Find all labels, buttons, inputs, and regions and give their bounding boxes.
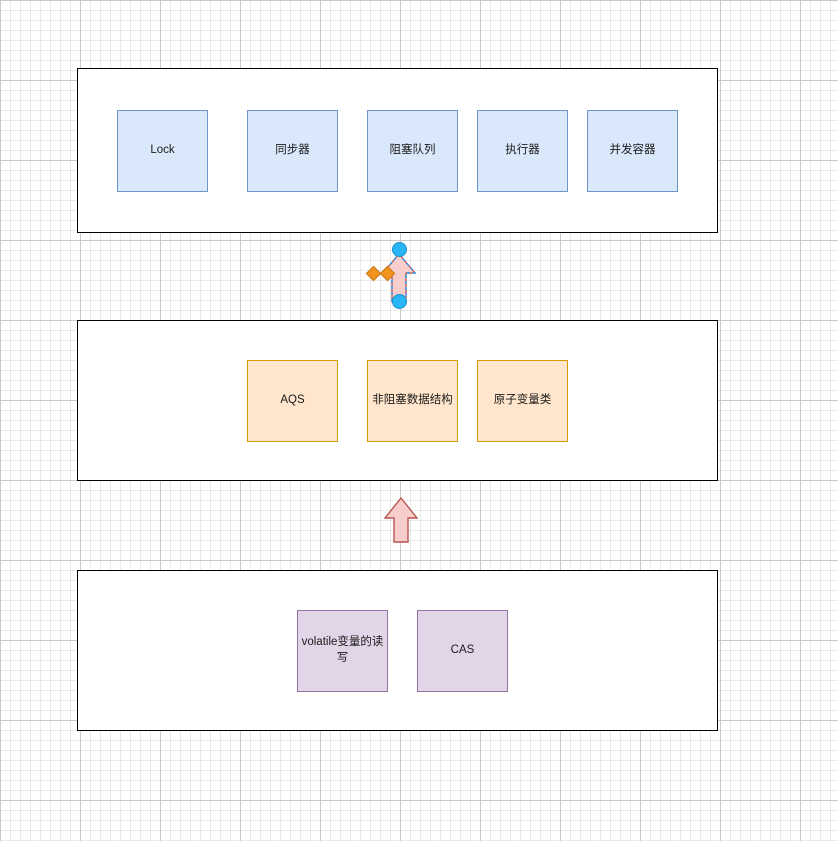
node-nonblocking-data-structure[interactable]: 非阻塞数据结构 [367, 360, 458, 442]
node-label: 同步器 [275, 144, 310, 157]
arrow-up-shape [381, 252, 417, 303]
node-blocking-queue[interactable]: 阻塞队列 [367, 110, 458, 192]
node-lock[interactable]: Lock [117, 110, 208, 192]
layer-bottom-container[interactable] [77, 570, 718, 731]
node-atomic-variable-classes[interactable]: 原子变量类 [477, 360, 568, 442]
arrow-middle-to-top[interactable] [365, 242, 417, 309]
node-aqs[interactable]: AQS [247, 360, 338, 442]
node-label: AQS [280, 394, 305, 407]
node-label: CAS [450, 644, 475, 657]
arrow-bottom-to-middle[interactable] [383, 496, 419, 544]
node-label: 并发容器 [609, 144, 656, 157]
node-cas[interactable]: CAS [417, 610, 508, 692]
node-label: 阻塞队列 [389, 144, 436, 157]
node-label: 原子变量类 [493, 394, 552, 407]
node-synchronizer[interactable]: 同步器 [247, 110, 338, 192]
node-concurrent-container[interactable]: 并发容器 [587, 110, 678, 192]
node-label: 执行器 [505, 144, 540, 157]
node-label: Lock [150, 144, 175, 157]
node-volatile-read-write[interactable]: volatile变量的读写 [297, 610, 388, 692]
node-executor[interactable]: 执行器 [477, 110, 568, 192]
arrow-up-shape [383, 496, 419, 543]
arrow-waypoint-handle-outer[interactable] [365, 265, 382, 282]
node-label: 非阻塞数据结构 [372, 394, 453, 407]
node-label: volatile变量的读写 [301, 636, 384, 664]
